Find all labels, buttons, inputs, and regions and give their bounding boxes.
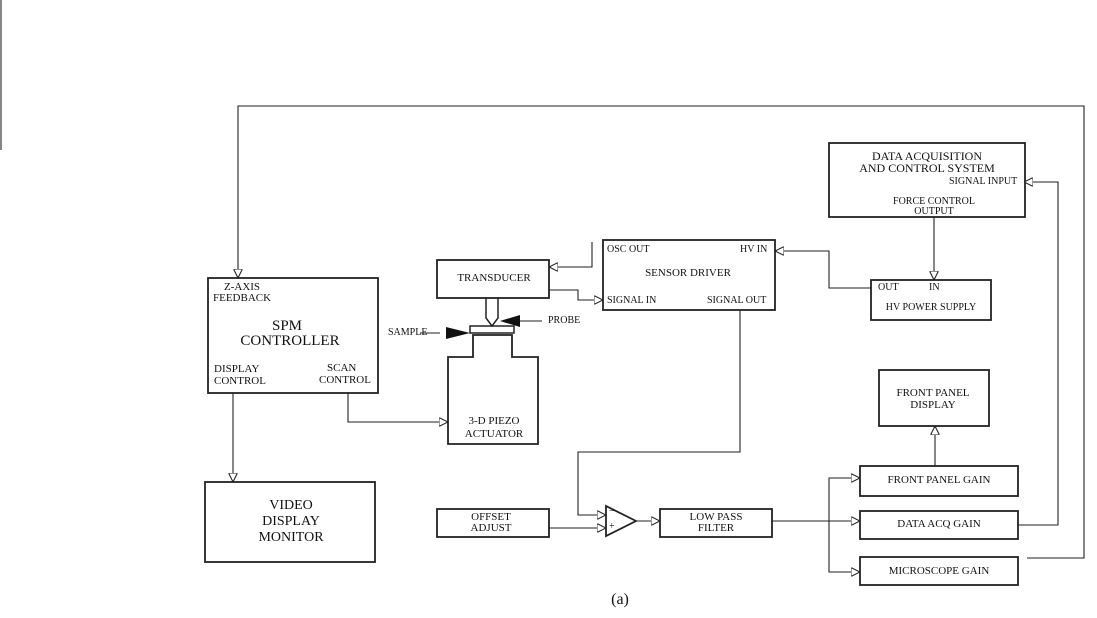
video-label-line1: VIDEO <box>269 498 313 513</box>
transducer-label: TRANSDUCER <box>457 272 531 284</box>
probe-pointer-icon <box>500 315 520 327</box>
sensor-driver-block <box>602 239 776 311</box>
osc-out-to-transducer-line <box>550 242 593 267</box>
spm-controller-block <box>207 277 379 394</box>
figure-caption: (a) <box>611 591 629 608</box>
hv-in-label: IN <box>929 282 940 293</box>
piezo-label-line2: ACTUATOR <box>464 428 524 440</box>
sd-signal-out-label: SIGNAL OUT <box>707 295 767 306</box>
video-label-line3: MONITOR <box>258 530 324 545</box>
video-display-monitor-block <box>204 481 376 563</box>
sd-signal-in-label: SIGNAL IN <box>607 295 657 306</box>
spm-title-line1: SPM <box>271 318 303 334</box>
daq-force-label-line1: FORCE CONTROL <box>893 196 975 207</box>
amp-minus-label: − <box>609 506 615 517</box>
sensor-driver-label: SENSOR DRIVER <box>645 267 731 279</box>
lpf-label-line2: FILTER <box>697 522 735 534</box>
probe-tip <box>485 298 499 328</box>
data-acq-gain-to-signal-input-line <box>1018 182 1059 526</box>
offset-label-line1: OFFSET <box>471 511 511 523</box>
daq-signal-input-label: SIGNAL INPUT <box>949 176 1018 187</box>
data-acq-gain-label: DATA ACQ GAIN <box>897 518 981 530</box>
low-pass-filter-block <box>659 508 773 538</box>
front-panel-gain-label: FRONT PANEL GAIN <box>887 474 991 486</box>
amp-plus-label: + <box>609 521 615 532</box>
hv-power-supply-block <box>870 279 992 321</box>
fp-display-label-line2: DISPLAY <box>910 399 956 411</box>
signal-out-to-amp-line <box>577 310 741 515</box>
video-label-line2: DISPLAY <box>262 514 320 529</box>
filter-to-microscope-gain-line <box>828 521 859 572</box>
piezo-label-line1: 3-D PIEZO <box>468 415 520 427</box>
hv-supply-to-sensor-line <box>776 251 871 289</box>
daq-title-line1: DATA ACQUISITION <box>871 149 983 163</box>
spm-zaxis-label-line2: FEEDBACK <box>213 292 272 304</box>
filter-to-front-panel-gain-line <box>772 478 859 522</box>
spm-scan-control-line2: CONTROL <box>319 374 371 386</box>
hv-out-label: OUT <box>878 282 899 293</box>
offset-adjust-block <box>436 508 550 538</box>
spm-display-control-line1: DISPLAY <box>214 363 260 375</box>
sd-hv-in-label: HV IN <box>740 244 768 255</box>
daq-force-label-line2: OUTPUT <box>914 206 954 217</box>
spm-scan-control-line1: SCAN <box>327 362 357 374</box>
piezo-actuator-shape <box>447 334 539 445</box>
sd-osc-out-label: OSC OUT <box>607 244 650 255</box>
fp-display-label-line1: FRONT PANEL <box>896 387 970 399</box>
microscope-gain-block <box>859 556 1019 586</box>
front-panel-gain-block <box>859 465 1019 497</box>
scan-control-to-piezo-line <box>347 393 447 422</box>
probe-label: PROBE <box>548 315 581 326</box>
offset-label-line2: ADJUST <box>470 522 512 534</box>
spm-title-line2: CONTROLLER <box>240 333 340 349</box>
sample-label: SAMPLE <box>388 327 428 338</box>
daq-title-line2: AND CONTROL SYSTEM <box>859 161 995 175</box>
hv-power-supply-label: HV POWER SUPPLY <box>885 302 977 313</box>
spm-display-control-line2: CONTROL <box>214 375 266 387</box>
sample-pointer-icon <box>446 327 470 339</box>
amplifier-triangle <box>605 504 639 538</box>
transducer-to-signal-in-line <box>549 289 602 300</box>
microscope-gain-label: MICROSCOPE GAIN <box>888 565 990 577</box>
transducer-block <box>436 259 550 299</box>
microscope-gain-to-zaxis-line <box>238 105 1085 559</box>
front-panel-display-block <box>878 369 990 427</box>
lpf-label-line1: LOW PASS <box>689 511 743 523</box>
spm-zaxis-label-line1: Z-AXIS <box>224 281 261 293</box>
